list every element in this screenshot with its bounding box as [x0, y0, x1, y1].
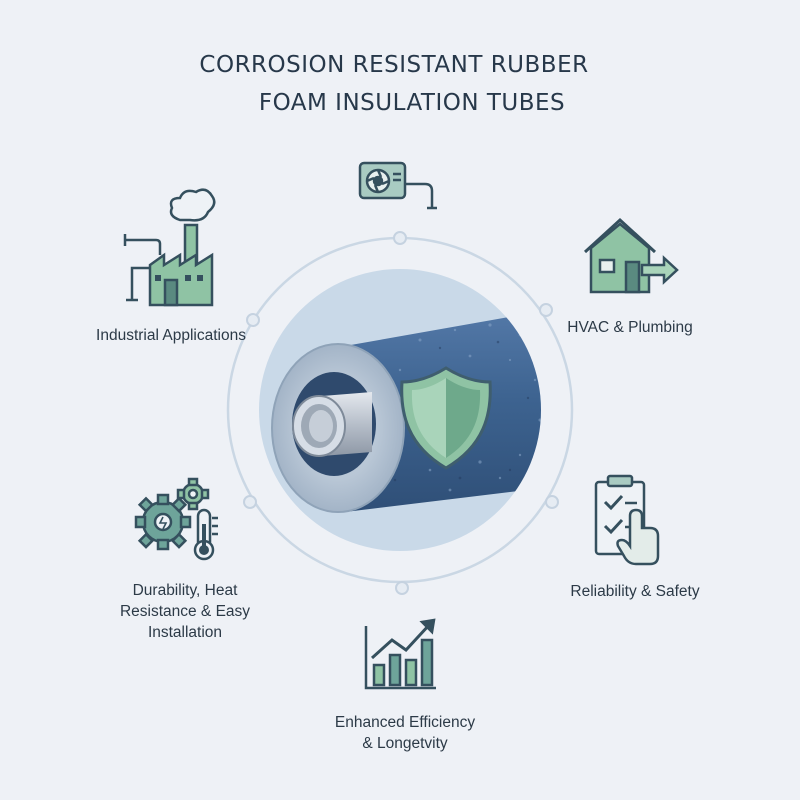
shield-icon [400, 366, 492, 470]
label-durability-line-1: Durability, Heat [132, 582, 238, 599]
gears-thermometer-icon [134, 477, 218, 561]
label-durability: Durability, Heat Resistance & Easy Insta… [90, 580, 280, 643]
label-reliability-safety: Reliability & Safety [570, 583, 700, 600]
label-efficiency-line-1: Enhanced Efficiency [334, 714, 476, 731]
label-efficiency: Enhanced Efficiency & Longetvity [305, 712, 505, 754]
ring-dots [243, 231, 559, 595]
growth-chart-icon [364, 618, 436, 690]
label-industrial-applications: Industrial Applications [96, 327, 246, 344]
label-hvac-plumbing: HVAC & Plumbing [567, 319, 693, 336]
title-line-2: FOAM INSULATION TUBES [258, 90, 566, 116]
house-icon [583, 217, 679, 294]
label-efficiency-line-2: & Longetvity [362, 735, 448, 752]
label-durability-line-3: Installation [147, 624, 223, 641]
factory-icon [123, 188, 216, 307]
air-conditioner-icon [358, 161, 437, 210]
title-line-1: CORROSION RESISTANT RUBBER [199, 52, 589, 78]
checklist-hand-icon [594, 474, 660, 566]
label-durability-line-2: Resistance & Easy [119, 603, 251, 620]
